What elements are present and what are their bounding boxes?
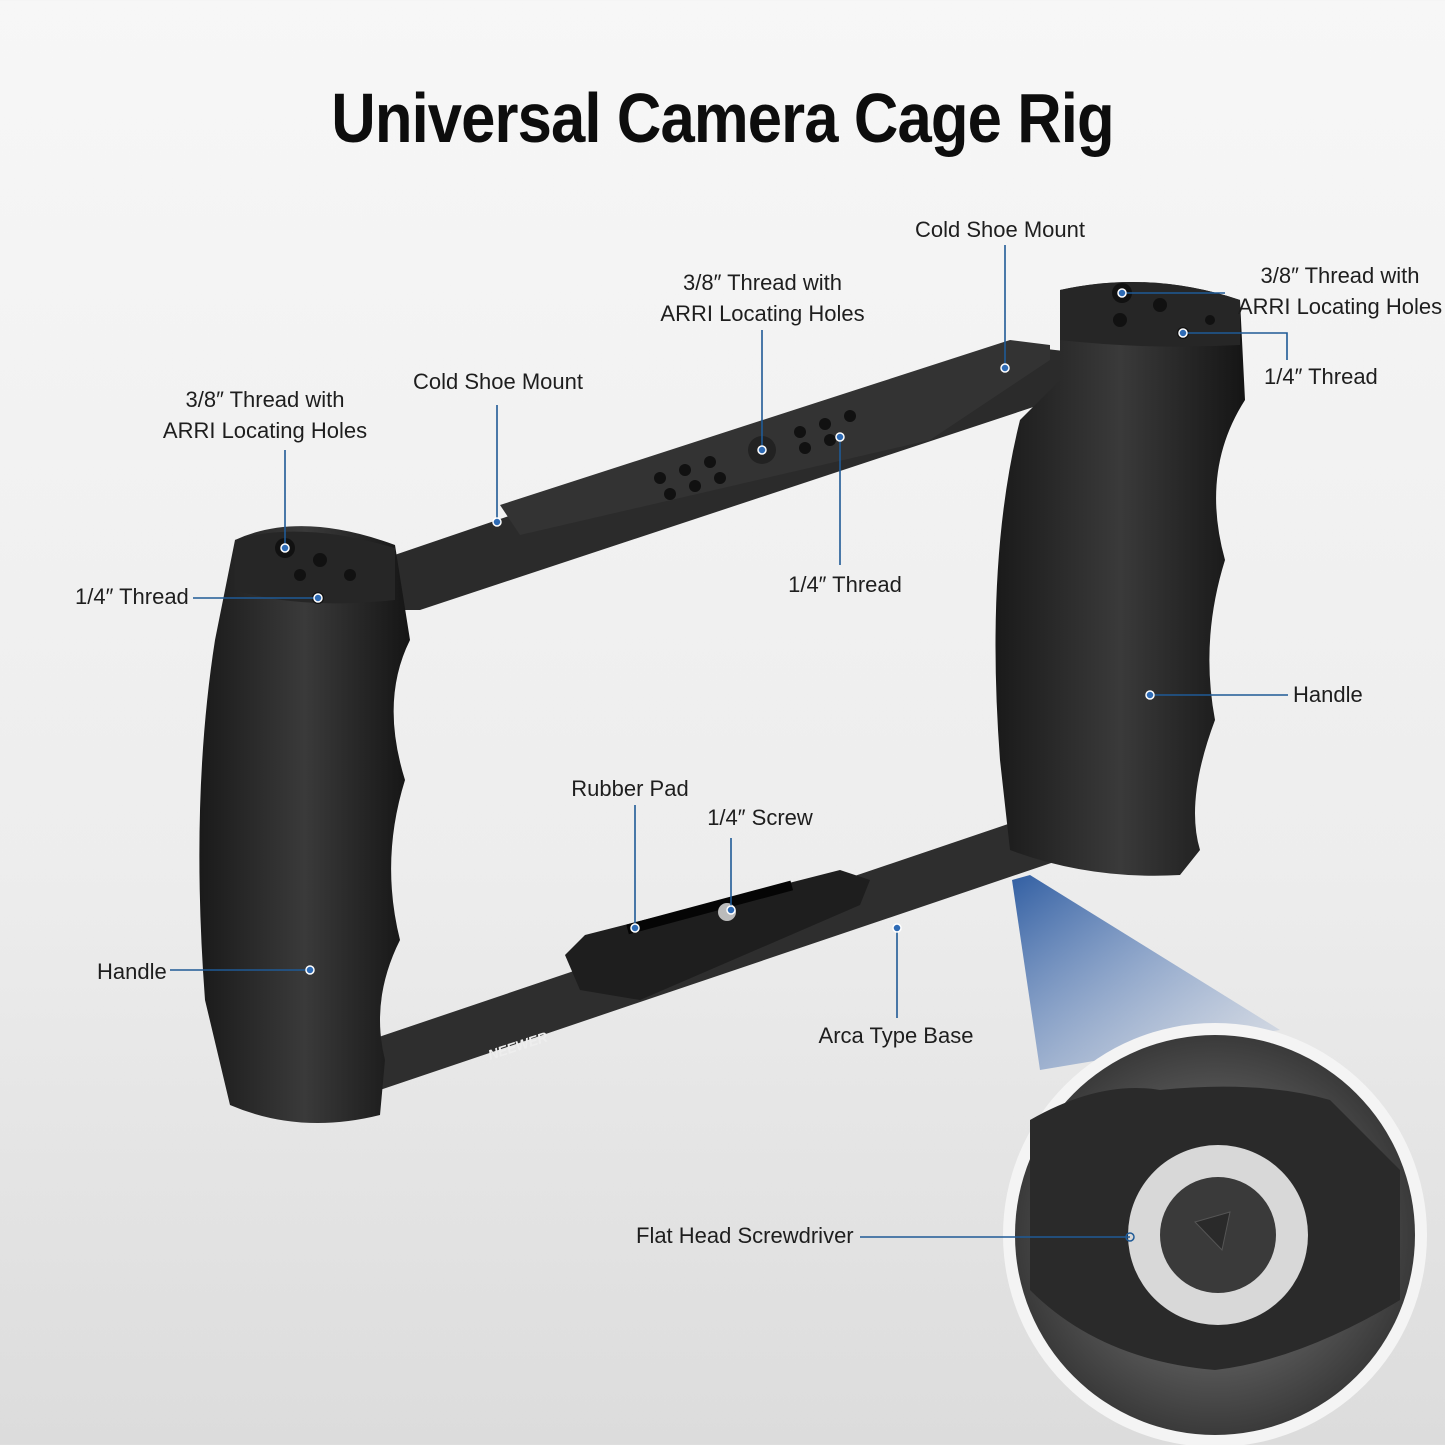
page-title: Universal Camera Cage Rig <box>331 79 1114 157</box>
callout-cold-shoe-right: Cold Shoe Mount <box>915 217 1085 242</box>
top-plate <box>500 340 1050 535</box>
callout-rubber-pad: Rubber Pad <box>571 776 689 801</box>
callout-quarter-screw: 1/4″ Screw <box>707 805 813 830</box>
top-plate-holes <box>654 410 856 500</box>
leader-lines <box>170 245 1288 1238</box>
callout-top-quarter-thread: 1/4″ Thread <box>788 572 902 597</box>
callout-left-quarter-thread: 1/4″ Thread <box>75 584 189 609</box>
callout-arca-base: Arca Type Base <box>818 1023 974 1048</box>
callout-handle-right: Handle <box>1293 682 1363 707</box>
plate-slot <box>626 880 794 935</box>
callout-right-quarter-thread: 1/4″ Thread <box>1264 364 1378 389</box>
callout-left-thread-line2: ARRI Locating Holes <box>162 418 368 443</box>
callout-left-thread-line1: 3/8″ Thread with <box>185 387 345 412</box>
arca-plate <box>565 870 870 1000</box>
callout-cold-shoe-left: Cold Shoe Mount <box>413 369 583 394</box>
callout-top-thread-line2: ARRI Locating Holes <box>660 301 865 326</box>
callout-right-thread-line1: 3/8″ Thread with <box>1260 263 1420 288</box>
callout-right-thread-line2: ARRI Locating Holes <box>1237 294 1443 319</box>
callout-screwdriver: Flat Head Screwdriver <box>636 1223 854 1248</box>
zoom-cone <box>1012 875 1280 1070</box>
left-handle <box>199 526 410 1123</box>
callout-top-thread-line1: 3/8″ Thread with <box>682 270 843 295</box>
callout-dots <box>280 288 1188 1242</box>
callout-handle-left: Handle <box>97 959 167 984</box>
right-handle <box>995 282 1245 876</box>
screwdriver-tip-icon <box>1194 1211 1231 1252</box>
